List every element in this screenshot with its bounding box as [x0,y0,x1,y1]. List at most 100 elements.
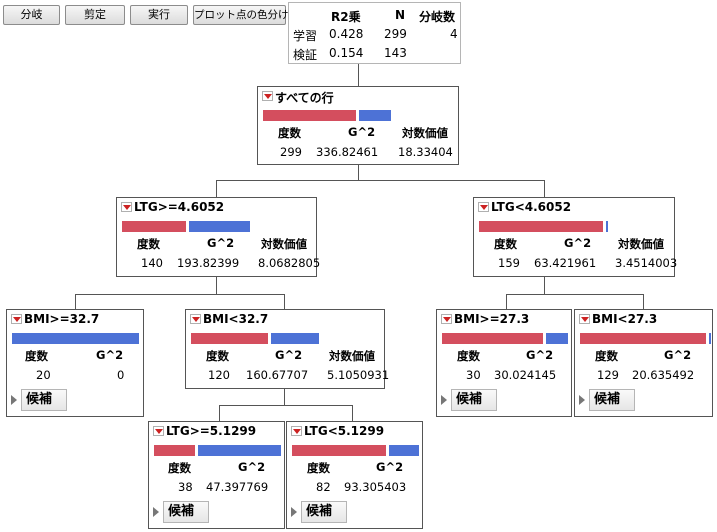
node-bar-blue [189,221,250,232]
prune-button[interactable]: 剪定 [65,5,125,25]
candidates-button[interactable]: 候補 [163,501,209,523]
node-menu-icon[interactable] [153,426,164,436]
g2-value: 63.421961 [534,256,597,270]
count-label: 度数 [307,461,330,475]
count-label: 度数 [278,126,301,140]
node-bar-red [154,445,195,456]
count-value: 120 [208,368,230,382]
split-button[interactable]: 分岐 [3,5,60,25]
node-bar-red [122,221,186,232]
node-bar-blue [198,445,281,456]
node-menu-icon[interactable] [478,202,489,212]
logworth-label: 対数価値 [329,349,375,363]
g2-label: G^2 [564,236,592,250]
logworth-value: 5.1050931 [327,368,390,382]
node-bar-blue [359,110,391,121]
count-label: 度数 [457,349,480,363]
node-bar-blue [709,333,711,344]
count-value: 20 [36,368,51,382]
g2-label: G^2 [664,348,692,362]
disclosure-icon [153,507,159,517]
summary-train-splits: 4 [450,27,458,41]
node-bmi-lt-27-3: BMI<27.3 度数 G^2 129 20.635492 候補 [574,309,713,417]
node-menu-icon[interactable] [121,202,132,212]
node-menu-icon[interactable] [579,314,590,324]
node-root: すべての行 度数 G^2 対数価値 299 336.82461 18.33404 [257,86,459,165]
g2-value: 20.635492 [632,368,695,382]
g2-value: 0 [117,368,125,382]
count-label: 度数 [494,237,517,251]
summary-validation-n: 143 [384,46,407,60]
candidates-button[interactable]: 候補 [301,501,347,523]
node-bar-red [292,445,386,456]
count-value: 140 [141,256,163,270]
node-bar-red [191,333,268,344]
node-title: LTG<4.6052 [491,200,572,214]
logworth-label: 対数価値 [618,237,664,251]
count-label: 度数 [168,461,191,475]
go-button[interactable]: 実行 [130,5,188,25]
g2-value: 47.397769 [206,480,269,494]
g2-label: G^2 [238,460,266,474]
count-label: 度数 [595,349,618,363]
g2-label: G^2 [207,236,235,250]
summary-validation-r2: 0.154 [329,46,364,60]
candidates-toggle[interactable]: 候補 [579,389,637,411]
summary-row-label-validation: 検証 [293,48,318,62]
summary-header-r2: R2乗 [331,10,361,24]
node-bar-blue [389,445,419,456]
summary-table: R2乗 N 分岐数 学習 0.428 299 4 検証 0.154 143 [288,2,461,64]
candidates-toggle[interactable]: 候補 [153,501,211,523]
node-title: LTG>=5.1299 [166,424,257,438]
logworth-label: 対数価値 [402,126,448,140]
node-menu-icon[interactable] [11,314,22,324]
node-title: BMI<32.7 [203,312,269,326]
count-value: 129 [597,368,619,382]
candidates-toggle[interactable]: 候補 [441,389,499,411]
node-menu-icon[interactable] [291,426,302,436]
candidates-toggle[interactable]: 候補 [291,501,349,523]
node-bar-blue [271,333,319,344]
node-bmi-ge-27-3: BMI>=27.3 度数 G^2 30 30.024145 候補 [436,309,572,417]
logworth-label: 対数価値 [261,237,307,251]
node-bar-red [263,110,356,121]
summary-train-r2: 0.428 [329,27,364,41]
logworth-value: 18.33404 [398,145,453,159]
color-points-button[interactable]: プロット点の色分け [193,5,289,25]
node-bar-blue [12,333,139,344]
node-bar-red [580,333,706,344]
node-menu-icon[interactable] [441,314,452,324]
g2-label: G^2 [526,348,554,362]
node-menu-icon[interactable] [190,314,201,324]
node-title: BMI>=32.7 [24,312,100,326]
node-menu-icon[interactable] [262,91,273,101]
candidates-button[interactable]: 候補 [589,389,635,411]
node-bmi-ge-32-7: BMI>=32.7 度数 G^2 20 0 候補 [6,309,144,417]
g2-value: 30.024145 [494,368,557,382]
disclosure-icon [441,395,447,405]
logworth-value: 3.4514003 [615,256,678,270]
summary-header-n: N [395,8,406,22]
candidates-toggle[interactable]: 候補 [11,389,69,411]
g2-label: G^2 [348,125,376,139]
candidates-button[interactable]: 候補 [451,389,497,411]
g2-value: 336.82461 [316,145,379,159]
node-title: LTG<5.1299 [304,424,385,438]
count-value: 30 [466,368,481,382]
node-bar-red [442,333,543,344]
node-bmi-lt-32-7: BMI<32.7 度数 G^2 対数価値 120 160.67707 5.105… [185,309,389,389]
count-value: 299 [280,145,302,159]
node-ltg-lt-5-1299: LTG<5.1299 度数 G^2 82 93.305403 候補 [286,421,423,529]
node-title: LTG>=4.6052 [134,200,225,214]
summary-row-label-train: 学習 [293,29,318,43]
node-ltg-ge-4-6052: LTG>=4.6052 度数 G^2 対数価値 140 193.82399 8.… [116,197,321,277]
node-bar-blue [546,333,568,344]
summary-train-n: 299 [384,27,407,41]
node-ltg-ge-5-1299: LTG>=5.1299 度数 G^2 38 47.397769 候補 [148,421,285,529]
g2-label: G^2 [275,348,303,362]
logworth-value: 8.0682805 [258,256,321,270]
node-title: BMI>=27.3 [454,312,530,326]
node-title: BMI<27.3 [592,312,658,326]
candidates-button[interactable]: 候補 [21,389,67,411]
